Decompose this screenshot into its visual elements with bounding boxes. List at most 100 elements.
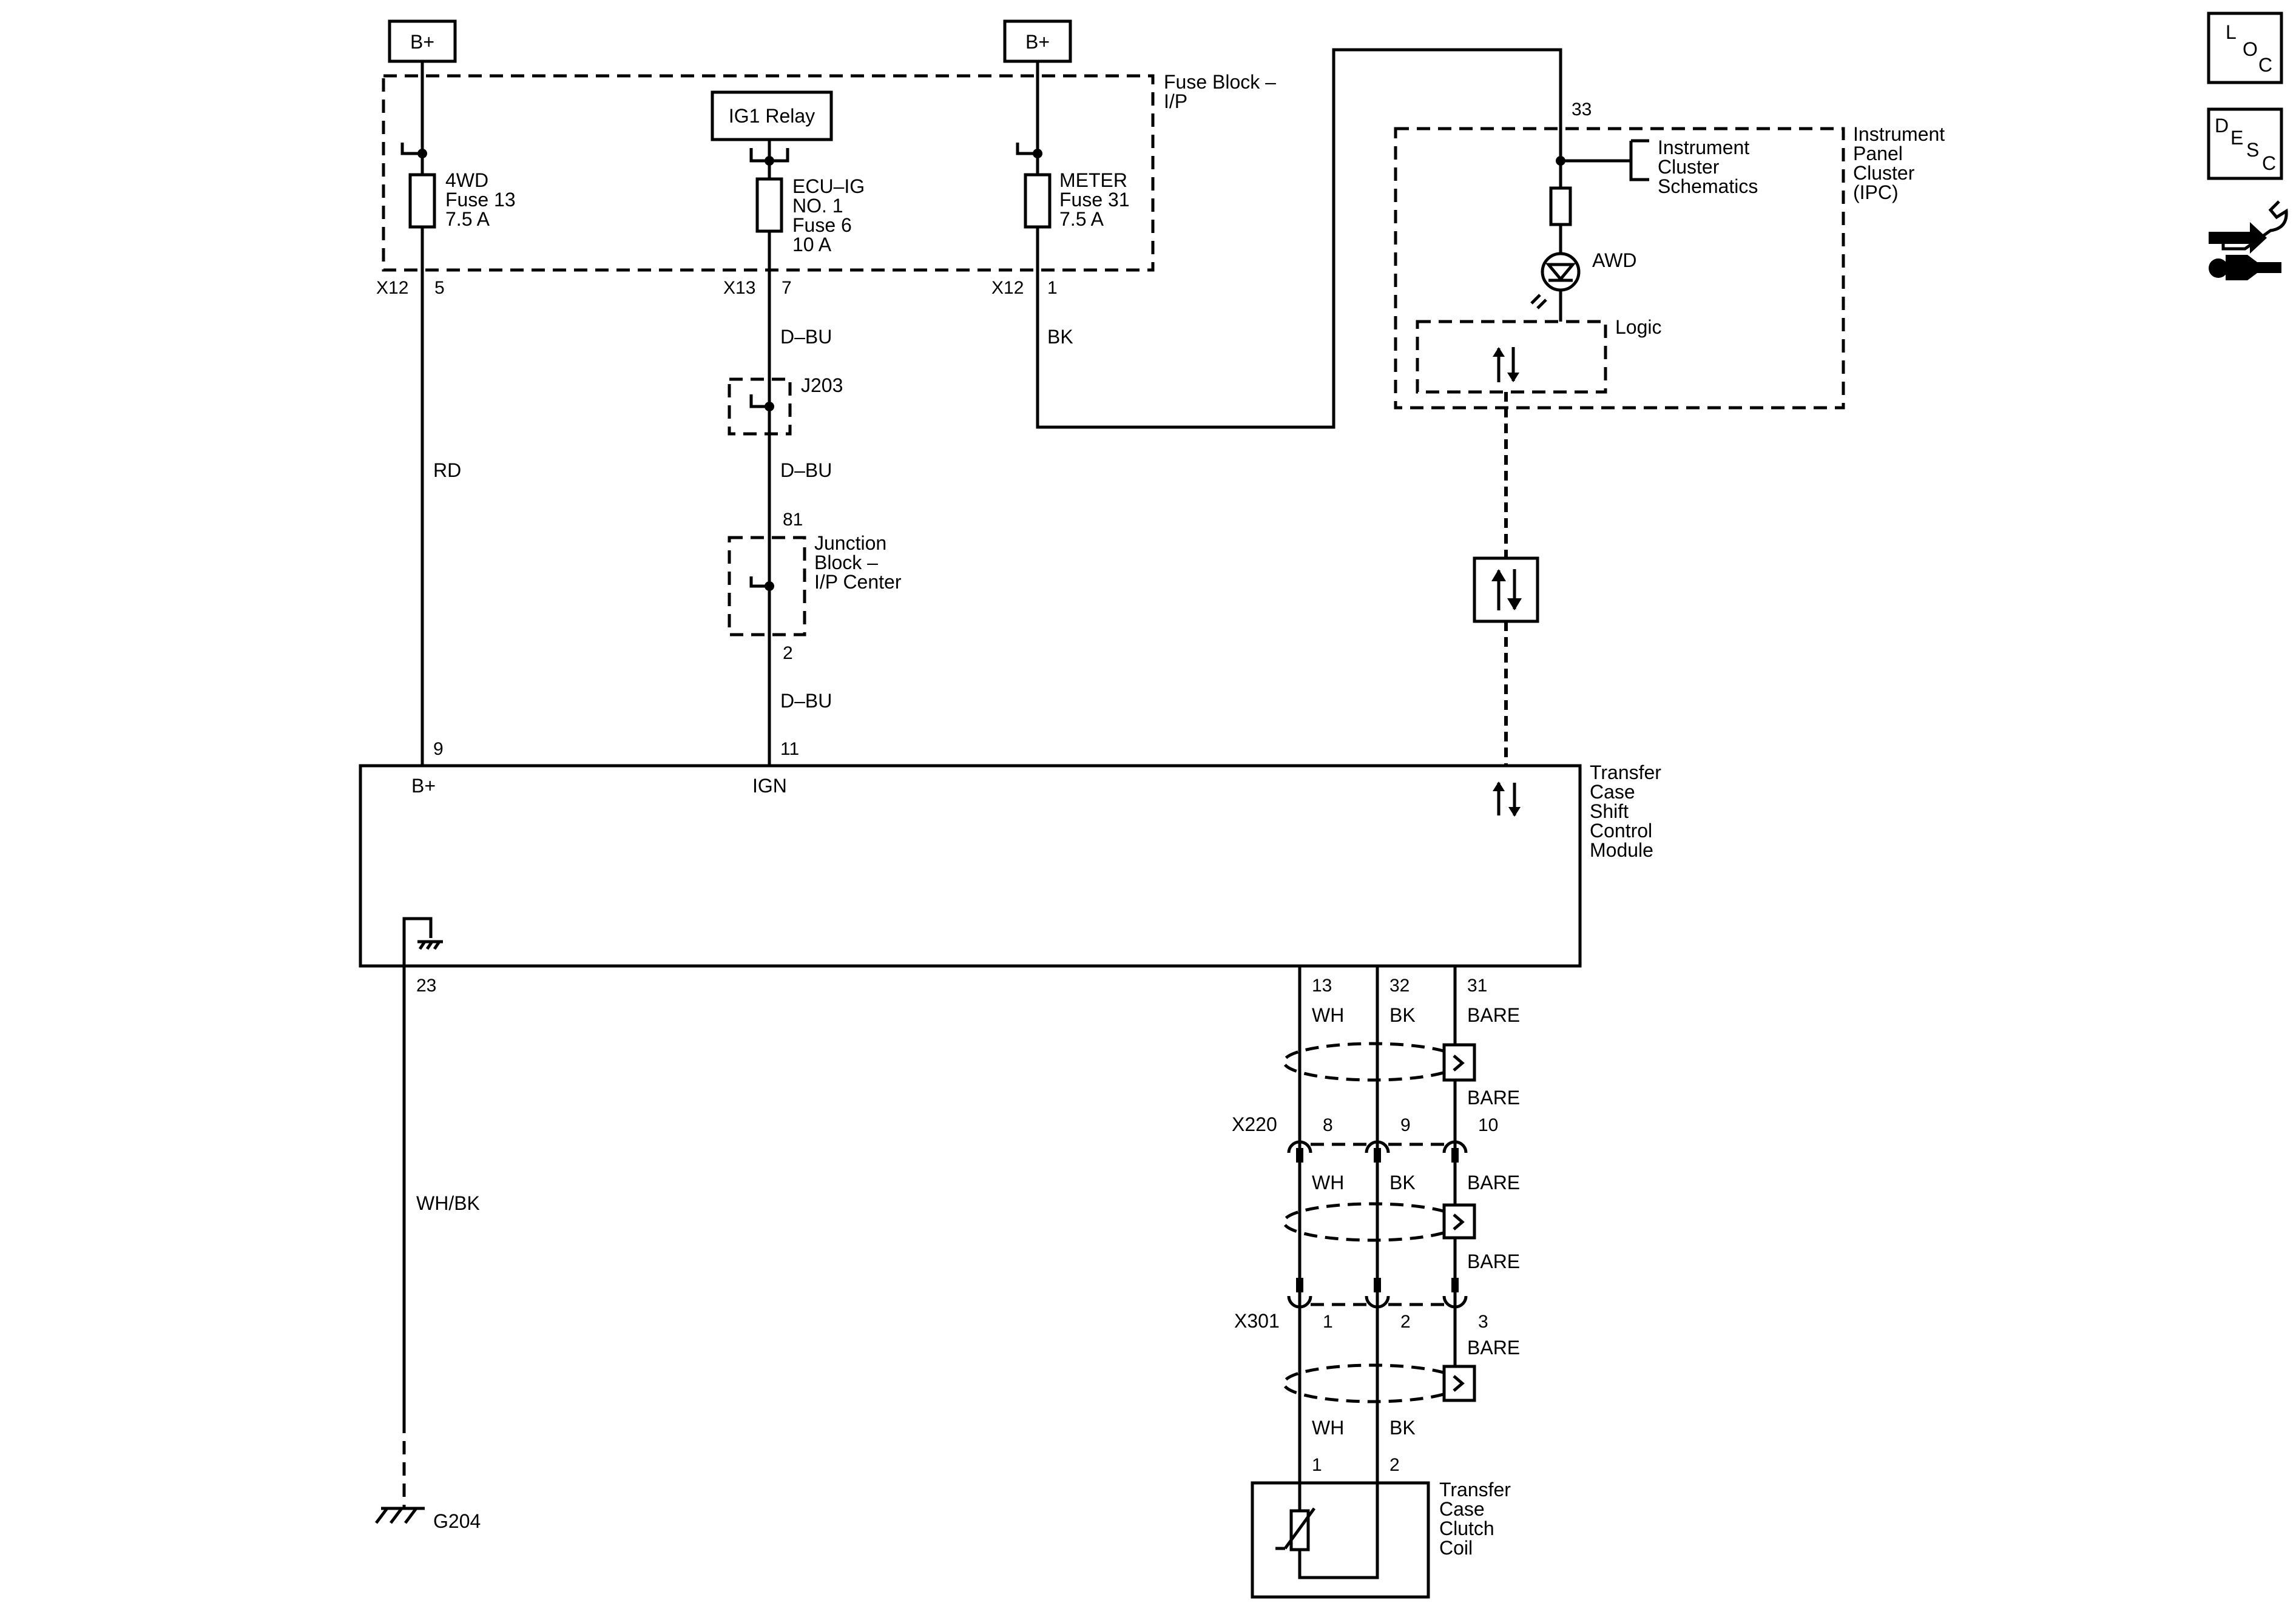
junction-block-ip-center: 81 2 Junction Block – I/P Center xyxy=(728,510,902,663)
fuse-4wd-number: Fuse 13 xyxy=(445,189,516,211)
module-name-3: Shift xyxy=(1590,800,1629,822)
fuse-node-meter xyxy=(1033,149,1042,158)
ig1-relay: IG1 Relay xyxy=(711,90,833,141)
splice-j203-label: J203 xyxy=(801,374,843,396)
coil-name-2: Case xyxy=(1439,1498,1485,1520)
module-pin-9: 9 xyxy=(433,739,444,759)
b-plus-source-right: B+ xyxy=(1003,19,1072,63)
module-data-arrows-icon xyxy=(1493,781,1521,817)
relay-node xyxy=(765,156,774,166)
fuse-4wd-name: 4WD xyxy=(445,169,488,191)
ipc-schematic-ref-bracket xyxy=(1561,139,1649,181)
b-plus-label-left: B+ xyxy=(410,31,434,53)
fuse-meter-rating: 7.5 A xyxy=(1059,208,1104,230)
connector-x301-label: X301 xyxy=(1234,1310,1280,1332)
module-ground-icon xyxy=(402,917,443,966)
fuse-ecu-ig-name: ECU–IG xyxy=(792,175,865,197)
connector-x301-pin-3: 3 xyxy=(1478,1312,1488,1332)
ig1-relay-label: IG1 Relay xyxy=(729,105,815,127)
module-pin-32: 32 xyxy=(1389,976,1410,996)
ipc-resistor xyxy=(1549,186,1572,226)
transfer-case-shift-control-module xyxy=(359,764,1582,968)
serial-data-arrows-icon xyxy=(1491,569,1522,610)
fuse-node-4wd xyxy=(417,149,427,158)
shield-drain-1 xyxy=(1282,1042,1476,1082)
connector-x301 xyxy=(1287,1278,1468,1309)
connector-x220-pin-9: 9 xyxy=(1400,1115,1411,1135)
ipc-name-4: (IPC) xyxy=(1853,181,1899,203)
fuse-clip-4wd xyxy=(400,143,422,155)
nav-repair-icon[interactable] xyxy=(2209,200,2288,280)
nav-desc-letter-1: D xyxy=(2215,115,2229,137)
junction-name-3: I/P Center xyxy=(814,571,902,593)
module-name: Transfer xyxy=(1590,761,1661,783)
connector-x220 xyxy=(1287,1140,1468,1163)
ipc-name-3: Cluster xyxy=(1853,162,1915,184)
awd-indicator-lamp xyxy=(1530,252,1581,309)
fuse-ecu-ig-pin: 7 xyxy=(782,278,792,298)
b-plus-source-left: B+ xyxy=(388,19,457,63)
transfer-case-clutch-coil xyxy=(1251,1481,1430,1599)
ipc-logic-label: Logic xyxy=(1615,316,1662,338)
fuse-4wd-pin: 5 xyxy=(434,278,445,298)
ipc-logic-block xyxy=(1416,320,1607,394)
fuse-ecu-ig-symbol xyxy=(755,177,783,233)
module-pin-23: 23 xyxy=(416,976,436,996)
fuse-ecu-ig-name-2: NO. 1 xyxy=(792,195,843,217)
nav-desc-button[interactable]: D E S C xyxy=(2207,107,2283,180)
nav-desc-letter-3: S xyxy=(2246,139,2259,161)
junction-name-2: Block – xyxy=(814,552,878,573)
wire-color-bk-1: BK xyxy=(1389,1004,1416,1026)
awd-lamp-label: AWD xyxy=(1592,249,1636,271)
wire-color-wh-1: WH xyxy=(1312,1004,1344,1026)
module-label-bplus: B+ xyxy=(411,775,436,797)
connector-x220-pin-8: 8 xyxy=(1323,1115,1333,1135)
fuse-meter-pin: 1 xyxy=(1047,278,1058,298)
ipc-logic-data-arrows-icon xyxy=(1493,347,1519,382)
shield-drain-2 xyxy=(1282,1202,1476,1242)
fuse-4wd-connector: X12 xyxy=(376,278,408,298)
wire-color-bare-1: BARE xyxy=(1467,1004,1520,1026)
nav-loc-letter-1: L xyxy=(2226,21,2237,43)
splice-j203: J203 xyxy=(728,374,843,436)
fuse-block-name-2: I/P xyxy=(1164,90,1187,112)
coil-pin-1: 1 xyxy=(1312,1455,1322,1475)
ground-g204-label: G204 xyxy=(433,1510,481,1532)
module-name-4: Control xyxy=(1590,820,1652,842)
ipc-ref: Instrument xyxy=(1658,137,1749,158)
ipc-ref-2: Cluster xyxy=(1658,156,1720,178)
fuse-ecu-ig-rating: 10 A xyxy=(792,234,832,255)
module-pin-13: 13 xyxy=(1312,976,1332,996)
wire-color-bk-3: BK xyxy=(1389,1417,1416,1439)
ipc-outline xyxy=(1394,127,1845,410)
fuse-ecu-ig-connector: X13 xyxy=(723,278,755,298)
wire-color-bk-2: BK xyxy=(1389,1172,1416,1193)
connector-x220-pin-10: 10 xyxy=(1478,1115,1498,1135)
module-pin-31: 31 xyxy=(1467,976,1487,996)
wire-color-wh-2: WH xyxy=(1312,1172,1344,1193)
ground-g204-icon xyxy=(375,1507,425,1524)
ipc-pin-33: 33 xyxy=(1572,100,1592,120)
connector-x301-pin-1: 1 xyxy=(1323,1312,1333,1332)
nav-loc-button[interactable]: L O C xyxy=(2207,12,2283,84)
connector-x301-pin-2: 2 xyxy=(1400,1312,1411,1332)
ipc-name-2: Panel xyxy=(1853,143,1903,164)
wire-color-rd: RD xyxy=(433,459,461,481)
coil-name: Transfer xyxy=(1439,1479,1511,1501)
wire-color-bk-meter: BK xyxy=(1047,326,1073,348)
nav-loc-letter-3: C xyxy=(2258,54,2272,76)
nav-desc-letter-2: E xyxy=(2230,127,2243,149)
shield-drain-3 xyxy=(1282,1363,1476,1403)
junction-pin-in: 81 xyxy=(783,510,803,530)
junction-name: Junction xyxy=(814,532,886,554)
serial-data-symbol xyxy=(1473,556,1539,623)
wire-color-wh-3: WH xyxy=(1312,1417,1344,1439)
wire-bk-meter xyxy=(1036,48,1562,429)
module-label-ign: IGN xyxy=(752,775,787,797)
fuse-meter-number: Fuse 31 xyxy=(1059,189,1130,211)
nav-desc-letter-4: C xyxy=(2262,152,2276,174)
module-name-2: Case xyxy=(1590,781,1635,803)
ipc-name: Instrument xyxy=(1853,123,1945,145)
